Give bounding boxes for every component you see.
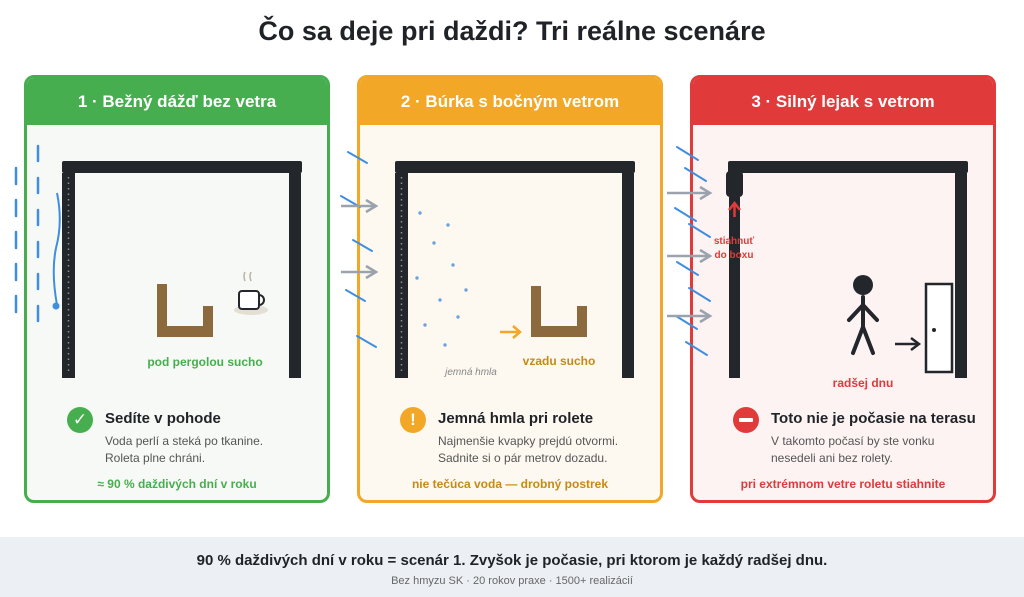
retract-label-line-2: do boxu	[715, 250, 754, 261]
scenario-2-note: nie tečúca voda — drobný postrek	[411, 477, 609, 491]
mist-label: jemná hmla	[443, 367, 497, 378]
scenario-card-2: 2 · Búrka s bočným vetrom jemná hmla vza…	[357, 75, 663, 503]
scenario-2-verdict-description: Najmenšie kvapky prejdú otvormi. Sadnite…	[438, 434, 619, 465]
pergola-roof	[62, 161, 302, 173]
scenario-1-verdict-title: Sedíte v pohode	[105, 410, 221, 427]
no-entry-icon	[733, 407, 759, 433]
pergola-roof	[728, 161, 968, 173]
coffee-cup-icon	[234, 271, 268, 315]
scenario-2-illustration: jemná hmla vzadu sucho	[395, 161, 635, 378]
arrow-to-door-icon	[895, 337, 922, 351]
scenario-1-verdict-description: Voda perlí a steká po tkanine. Roleta pl…	[105, 434, 264, 465]
garden-furniture-icon	[157, 284, 213, 337]
retract-label-line-1: stiahnuť	[714, 236, 755, 247]
pergola-post-right	[622, 173, 634, 378]
scenario-2-scene-label: vzadu sucho	[523, 354, 596, 368]
scenario-3-scene-label: radšej dnu	[833, 376, 894, 390]
scenario-3-verdict-title: Toto nie je počasie na terasu	[771, 410, 976, 427]
blind-cassette-box	[726, 171, 743, 197]
scenario-1-note: ≈ 90 % daždivých dní v roku	[97, 477, 257, 491]
scenario-1-scene-label: pod pergolou sucho	[147, 355, 262, 369]
pergola-post-right	[289, 173, 301, 378]
rain-lines-vertical	[14, 144, 40, 323]
scenario-2-header: 2 · Búrka s bočným vetrom	[360, 78, 660, 125]
scenario-2-verdict-title: Jemná hmla pri rolete	[438, 410, 594, 427]
footer-summary: 90 % daždivých dní v roku = scenár 1. Zv…	[196, 552, 828, 569]
person-icon	[847, 275, 879, 355]
scenario-1-header: 1 · Bežný dážď bez vetra	[27, 78, 327, 125]
garden-furniture-icon	[531, 286, 587, 337]
weather-overlay	[14, 144, 713, 356]
scenario-3-note: pri extrémnom vetre roletu stiahnite	[740, 477, 946, 491]
exclamation-icon: !	[400, 407, 426, 433]
pergola-post-left	[395, 173, 408, 378]
page-title: Čo sa deje pri daždi? Tri reálne scenáre	[258, 16, 766, 46]
rain-lines-diagonal-scenario-2	[340, 151, 377, 348]
pergola-post-left	[62, 173, 75, 378]
scenario-card-1: 1 · Bežný dážď bez vetra pod pergolou su…	[24, 75, 330, 503]
water-runoff-stream	[52, 192, 61, 306]
pergola-roof	[395, 161, 635, 173]
wind-arrows-scenario-3	[667, 185, 713, 324]
pergola-post-left	[729, 197, 740, 378]
arrow-up-icon	[728, 200, 741, 217]
scenario-3-illustration: stiahnuť do boxu radšej dnu	[714, 161, 968, 390]
footer-company-info: Bez hmyzu SK · 20 rokov praxe · 1500+ re…	[391, 575, 633, 587]
scenario-card-3: 3 · Silný lejak s vetrom stiahnuť do box…	[690, 75, 996, 503]
wind-arrows-scenario-2	[341, 198, 379, 280]
arrow-right-icon	[500, 325, 522, 339]
pergola-post-right	[955, 173, 967, 378]
scenario-3-verdict-description: V takomto počasí by ste vonku nesedeli a…	[771, 434, 935, 465]
check-icon: ✓	[67, 407, 93, 433]
water-drop	[52, 302, 60, 310]
door-icon	[924, 282, 954, 374]
scenario-3-header: 3 · Silný lejak s vetrom	[693, 78, 993, 125]
mist-droplets	[415, 211, 468, 347]
footer: 90 % daždivých dní v roku = scenár 1. Zv…	[0, 537, 1024, 597]
rain-lines-diagonal-scenario-3	[674, 146, 711, 356]
scenario-1-illustration: pod pergolou sucho	[62, 161, 302, 378]
